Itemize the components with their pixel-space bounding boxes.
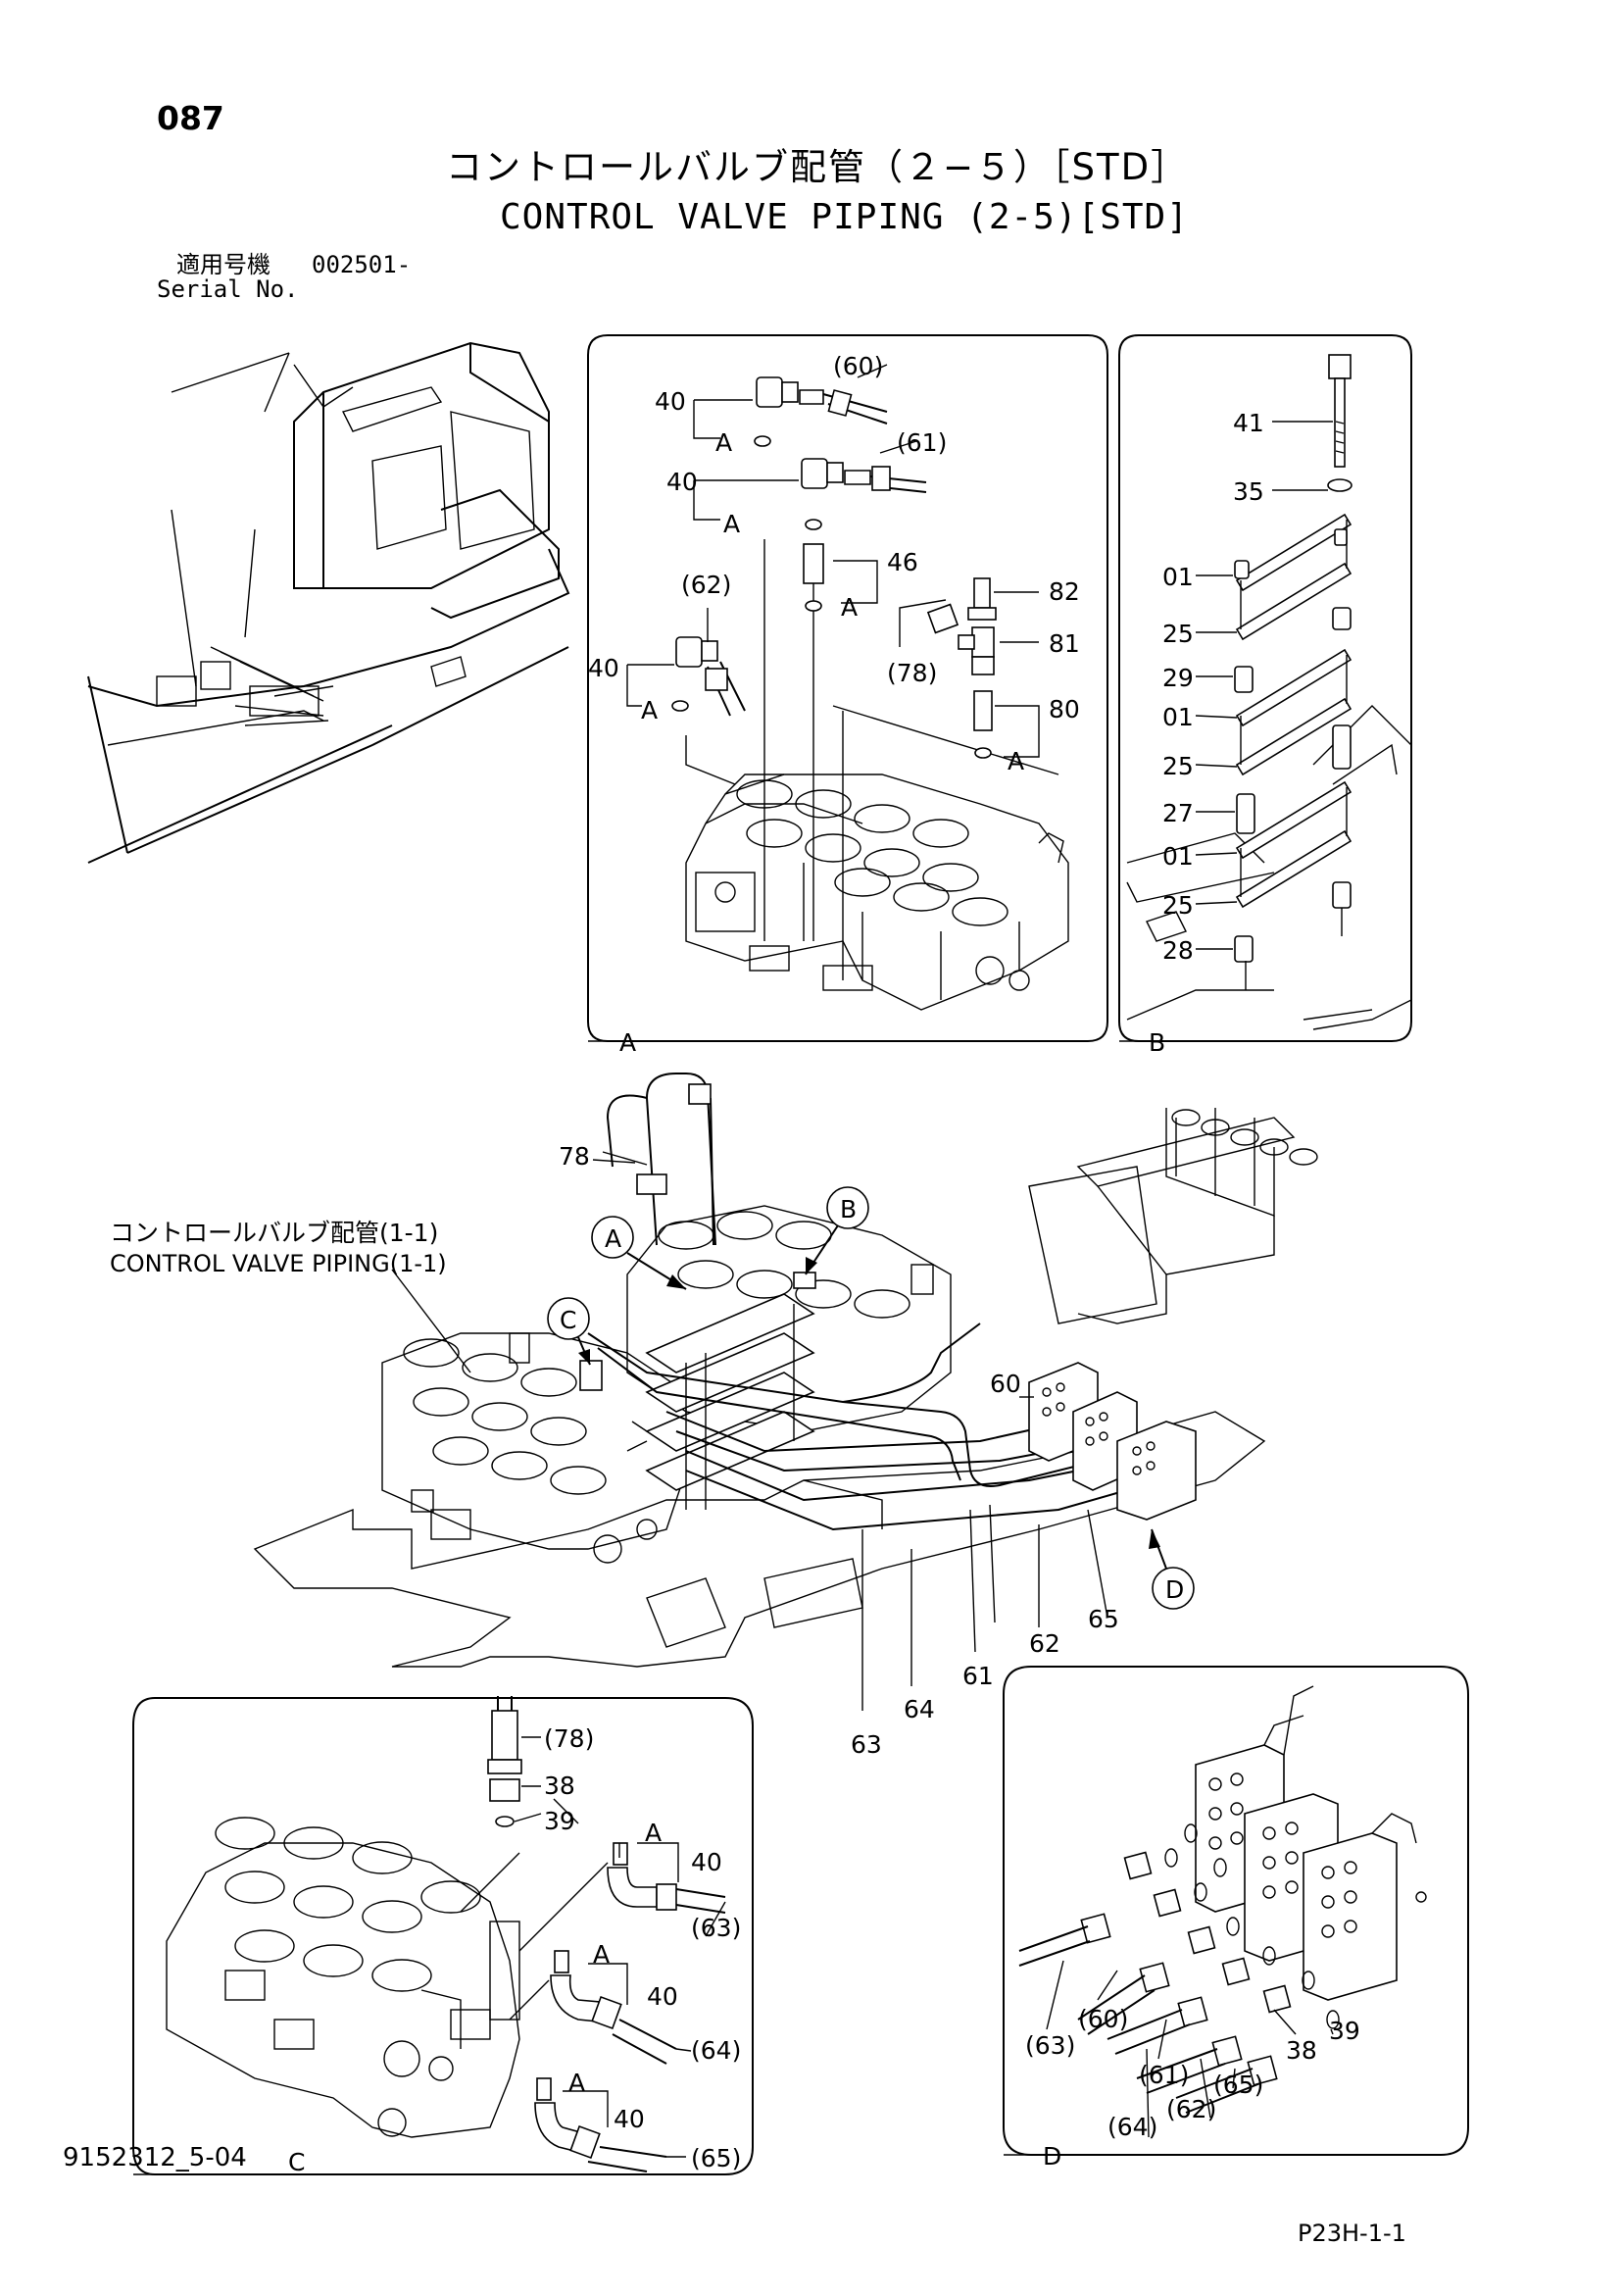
- label-a-A2: A: [723, 510, 740, 538]
- detail-panel-a: (60) (61) (62) (78) 40 40 40 46 82 81 80…: [587, 334, 1108, 1057]
- svg-text:C: C: [560, 1306, 576, 1334]
- label-b-25-c: 25: [1162, 891, 1194, 920]
- label-c-63: (63): [691, 1914, 741, 1942]
- label-c-40-top: 40: [691, 1848, 722, 1876]
- label-b-41: 41: [1233, 409, 1264, 437]
- label-b-25-b: 25: [1162, 752, 1194, 780]
- label-d-65: (65): [1213, 2071, 1263, 2099]
- serial-label-japanese: 適用号機: [176, 251, 270, 278]
- label-a-80: 80: [1049, 695, 1080, 724]
- panel-tag-b: B: [1149, 1028, 1165, 1057]
- title-japanese: コントロールバルブ配管（２−５）［STD］: [446, 146, 1190, 188]
- label-b-27: 27: [1162, 799, 1194, 827]
- label-c-40-low: 40: [614, 2105, 645, 2133]
- label-a-82: 82: [1049, 577, 1080, 606]
- reference-label-japanese: コントロールバルブ配管(1-1): [110, 1219, 439, 1247]
- label-d-38: 38: [1286, 2036, 1317, 2065]
- label-a-46: 46: [887, 548, 918, 576]
- label-main-64: 64: [904, 1695, 935, 1723]
- label-a-A3: A: [841, 593, 858, 622]
- label-c-40-mid: 40: [647, 1982, 678, 2011]
- svg-text:A: A: [605, 1224, 621, 1253]
- label-a-A4: A: [641, 696, 658, 724]
- label-a-78: (78): [887, 659, 937, 687]
- panel-tag-d: D: [1043, 2142, 1061, 2171]
- label-a-62: (62): [681, 571, 731, 599]
- page-number: 087: [157, 99, 224, 137]
- sheet-code: P23H-1-1: [1298, 2220, 1406, 2247]
- label-a-40-low: 40: [588, 654, 619, 682]
- label-b-01-c: 01: [1162, 842, 1194, 871]
- callout-d: D: [1149, 1528, 1195, 1610]
- reference-label-english: CONTROL VALVE PIPING(1-1): [110, 1250, 447, 1277]
- label-main-63: 63: [851, 1730, 882, 1759]
- detail-panel-d: (63) (60) (61) (64) (62) (65) 38 39 D: [1003, 1666, 1469, 2171]
- panel-tag-a: A: [619, 1028, 636, 1057]
- serial-label-english: Serial No.: [157, 275, 299, 303]
- label-b-25-a: 25: [1162, 620, 1194, 648]
- label-b-29: 29: [1162, 664, 1194, 692]
- panel-tag-c: C: [288, 2148, 305, 2176]
- label-d-39: 39: [1329, 2017, 1360, 2045]
- label-a-A5: A: [1008, 747, 1024, 775]
- label-c-A1: A: [645, 1819, 662, 1847]
- svg-text:D: D: [1165, 1575, 1184, 1604]
- label-d-60: (60): [1078, 2005, 1128, 2033]
- label-d-61: (61): [1139, 2061, 1189, 2089]
- label-c-65: (65): [691, 2144, 741, 2172]
- title-english: CONTROL VALVE PIPING (2-5)[STD]: [500, 197, 1189, 237]
- label-a-81: 81: [1049, 629, 1080, 658]
- main-assembly: 78 60 65 62 61 64 63 A B C D: [253, 1073, 1318, 1759]
- label-main-61: 61: [962, 1662, 994, 1690]
- excavator-overview: [87, 341, 570, 864]
- label-d-63: (63): [1025, 2031, 1075, 2060]
- label-b-01-b: 01: [1162, 703, 1194, 731]
- serial-value: 002501-: [312, 251, 412, 278]
- label-a-A1: A: [715, 428, 732, 457]
- label-b-01-a: 01: [1162, 563, 1194, 591]
- label-main-62: 62: [1029, 1629, 1060, 1658]
- document-code: 9152312_5-04: [63, 2143, 247, 2172]
- detail-panel-b: 41 35 01 25 29 01 25 27 01 25 28 B: [1118, 334, 1412, 1057]
- label-main-65: 65: [1088, 1605, 1119, 1633]
- label-c-78: (78): [544, 1724, 594, 1753]
- label-c-64: (64): [691, 2036, 741, 2065]
- callout-b: B: [805, 1186, 869, 1275]
- label-c-A2: A: [593, 1940, 610, 1969]
- label-d-64: (64): [1107, 2113, 1157, 2141]
- callout-c: C: [547, 1297, 591, 1366]
- label-main-60: 60: [990, 1370, 1021, 1398]
- label-main-78: 78: [559, 1142, 590, 1171]
- label-c-38: 38: [544, 1772, 575, 1800]
- label-d-62: (62): [1166, 2095, 1216, 2123]
- callout-a: A: [591, 1216, 687, 1290]
- label-c-A3: A: [568, 2069, 585, 2097]
- label-a-40-mid: 40: [666, 468, 698, 496]
- label-a-60: (60): [833, 352, 883, 380]
- label-a-61: (61): [897, 428, 947, 457]
- svg-text:B: B: [840, 1195, 857, 1223]
- label-a-40-top: 40: [655, 387, 686, 416]
- label-b-35: 35: [1233, 477, 1264, 506]
- label-c-39: 39: [544, 1807, 575, 1835]
- detail-panel-c: (78) 38 39 A 40 (63) A 40 (64) A 40 (65)…: [132, 1696, 754, 2176]
- label-b-28: 28: [1162, 936, 1194, 965]
